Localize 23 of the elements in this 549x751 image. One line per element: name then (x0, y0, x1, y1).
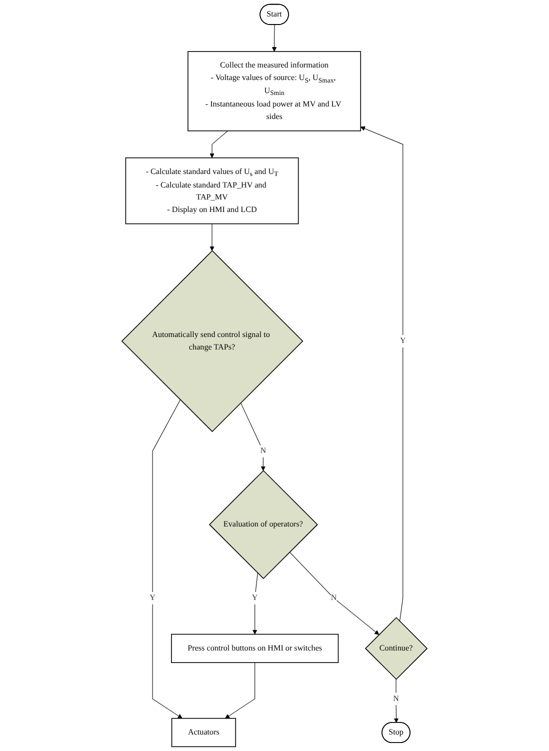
node-box: Collect the measured information - Voltage values of source: U$_{S}$, U$_{Smax}$, U$_{Smin}$ - Instantaneous load power at MV and LV sides (188, 51, 362, 132)
edge-label: Y (150, 594, 156, 602)
node-diamond: Evaluation of operators? (208, 470, 318, 580)
arrow (394, 678, 399, 723)
node-diamond: Continue? (364, 617, 428, 680)
arrow (252, 572, 258, 634)
edge-label: N (330, 594, 337, 602)
arrow (210, 224, 214, 251)
edge-label: N (260, 446, 266, 456)
edge-label: N (393, 694, 399, 703)
node-box: - Calculate standard values of U$_{s}$ and U$_{T}$ - Calculate standard TAP_HV and TAP_MV - Display on HMI and LCD (125, 157, 299, 224)
arrow (240, 402, 266, 471)
arrow (224, 662, 256, 719)
arrow (360, 126, 404, 622)
node-box: Press control buttons on HMI or switches (171, 634, 339, 663)
arrow (210, 130, 228, 158)
edge-label: Y (252, 594, 258, 602)
edge-label: Y (400, 336, 406, 346)
node-box: Actuators (171, 718, 236, 748)
node-diamond: Automatically send control signal to change TAPs? (121, 250, 304, 432)
arrow (272, 24, 277, 52)
arrow (289, 552, 380, 635)
arrow (152, 400, 182, 719)
